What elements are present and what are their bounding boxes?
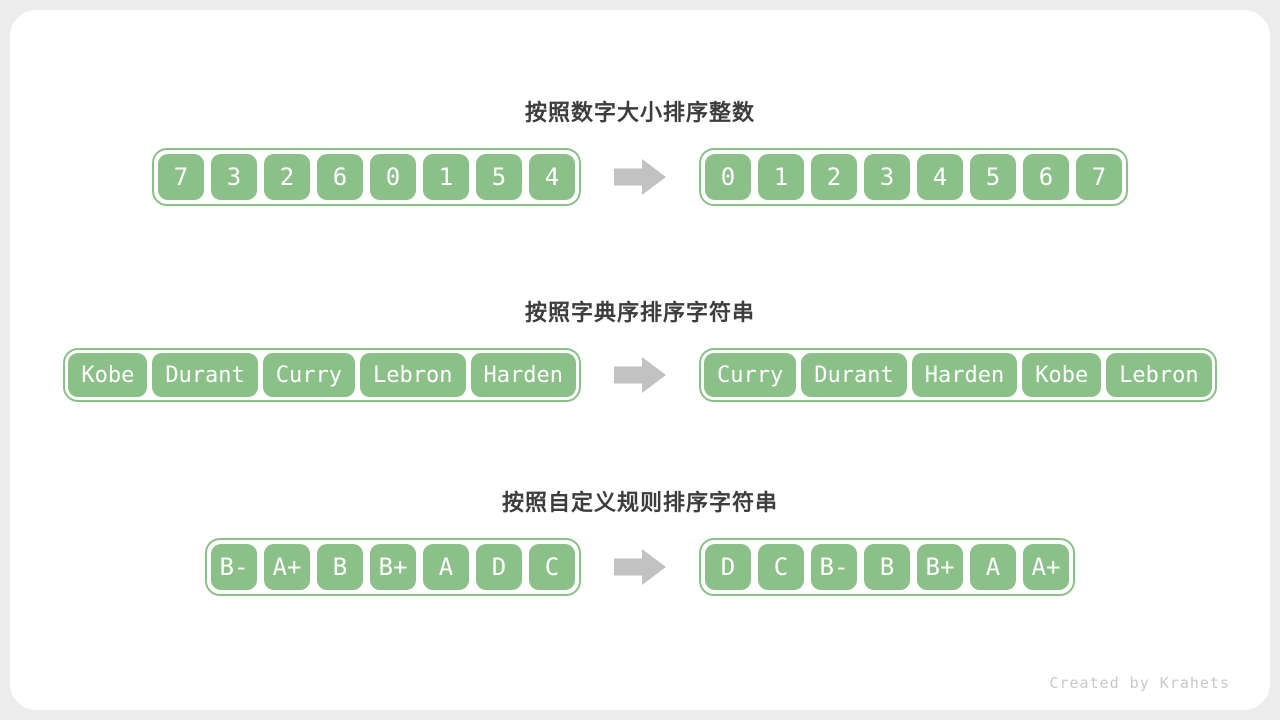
array-cell: 6	[1023, 154, 1069, 200]
array-cell: D	[476, 544, 522, 590]
array-cell: B-	[811, 544, 857, 590]
array-cell: B+	[370, 544, 416, 590]
array-cell: C	[758, 544, 804, 590]
array-cell: 5	[476, 154, 522, 200]
array-cell: 2	[811, 154, 857, 200]
array-cell: A	[970, 544, 1016, 590]
array-cell: Kobe	[1022, 353, 1102, 397]
array-cell: Kobe	[68, 353, 148, 397]
array-cell: Lebron	[360, 353, 466, 397]
array-cell: 0	[705, 154, 751, 200]
array-cell: Durant	[801, 353, 907, 397]
array-cell: 7	[1076, 154, 1122, 200]
section-title: 按照数字大小排序整数	[524, 100, 755, 125]
array-cell: 0	[370, 154, 416, 200]
array-cell: 4	[529, 154, 575, 200]
array-cell: 3	[864, 154, 910, 200]
array-cell: D	[705, 544, 751, 590]
arrow-right-icon	[614, 549, 666, 585]
array-cell: A+	[1023, 544, 1069, 590]
array-cell: Lebron	[1106, 353, 1212, 397]
array-cell: Curry	[704, 353, 797, 397]
array-cell: Durant	[152, 353, 258, 397]
array-cell: 6	[317, 154, 363, 200]
array-cell: 2	[264, 154, 310, 200]
array-cell: C	[529, 544, 575, 590]
array-cell: Harden	[470, 353, 576, 397]
array-cell: 1	[423, 154, 469, 200]
array-cell: 7	[158, 154, 204, 200]
array-cell: B-	[211, 544, 257, 590]
arrow-right-icon	[614, 159, 666, 195]
array-cell: 4	[917, 154, 963, 200]
section-title: 按照自定义规则排序字符串	[501, 490, 778, 515]
array-cell: Curry	[262, 353, 356, 397]
array-cell: A	[423, 544, 469, 590]
array-cell: Harden	[911, 353, 1018, 397]
array-cell: B	[864, 544, 910, 590]
arrow-right-icon	[614, 357, 666, 393]
array-cell: 1	[758, 154, 804, 200]
array-cell: A+	[264, 544, 310, 590]
array-cell: 3	[211, 154, 257, 200]
section-title: 按照字典序排序字符串	[524, 300, 755, 325]
array-cell: 5	[970, 154, 1016, 200]
credit-text: Created by Krahets	[1049, 674, 1230, 692]
array-cell: B	[317, 544, 363, 590]
array-cell: B+	[917, 544, 963, 590]
